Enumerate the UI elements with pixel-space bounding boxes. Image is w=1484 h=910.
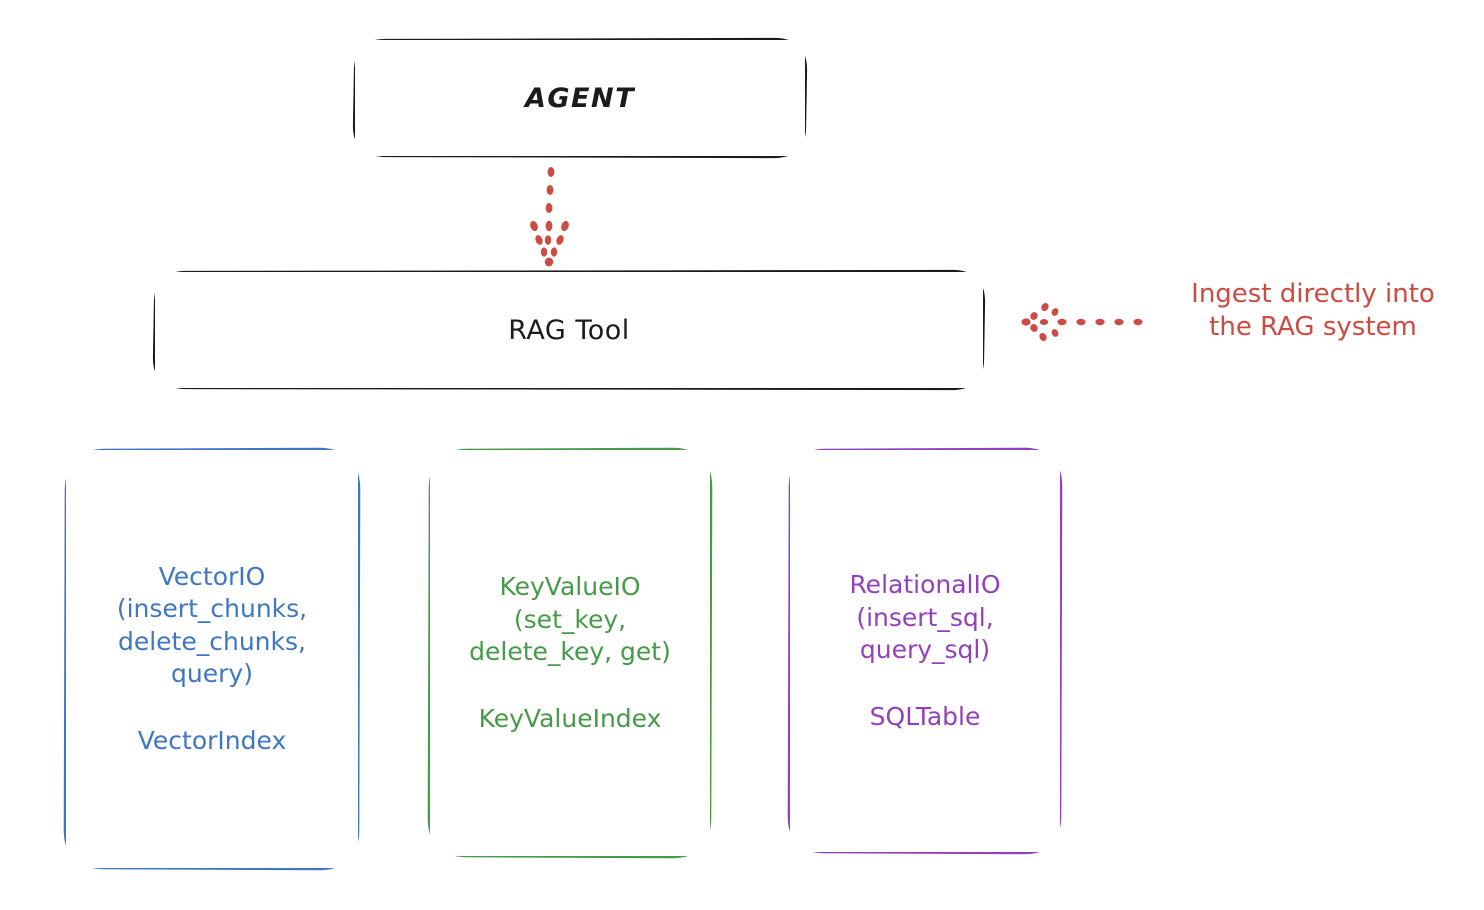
ingest-annotation-text: Ingest directly into the RAG system xyxy=(1191,279,1435,343)
node-relational-io-primary-label: RelationalIO (insert_sql, query_sql) xyxy=(849,570,1001,664)
ingest-to-rag-tool-arrow xyxy=(1021,302,1143,342)
node-key-value-io-primary-label: KeyValueIO (set_key, delete_key, get) xyxy=(469,572,671,666)
node-vector-io-primary-label: VectorIO (insert_chunks, delete_chunks, … xyxy=(116,561,308,689)
node-key-value-io[interactable]: KeyValueIO (set_key, delete_key, get) Ke… xyxy=(430,450,710,856)
node-agent[interactable]: AGENT xyxy=(355,40,805,156)
node-agent-label: AGENT xyxy=(524,82,635,114)
node-relational-io[interactable]: RelationalIO (insert_sql, query_sql) SQL… xyxy=(790,450,1060,852)
node-relational-io-secondary-label: SQLTable xyxy=(869,701,981,731)
node-rag-tool[interactable]: RAG Tool xyxy=(155,272,983,388)
node-vector-io-secondary-label: VectorIndex xyxy=(137,725,287,755)
node-rag-tool-label: RAG Tool xyxy=(508,314,630,346)
node-vector-io[interactable]: VectorIO (insert_chunks, delete_chunks, … xyxy=(66,450,358,868)
agent-to-rag-tool-arrow xyxy=(530,167,569,267)
node-key-value-io-secondary-label: KeyValueIndex xyxy=(478,703,662,733)
